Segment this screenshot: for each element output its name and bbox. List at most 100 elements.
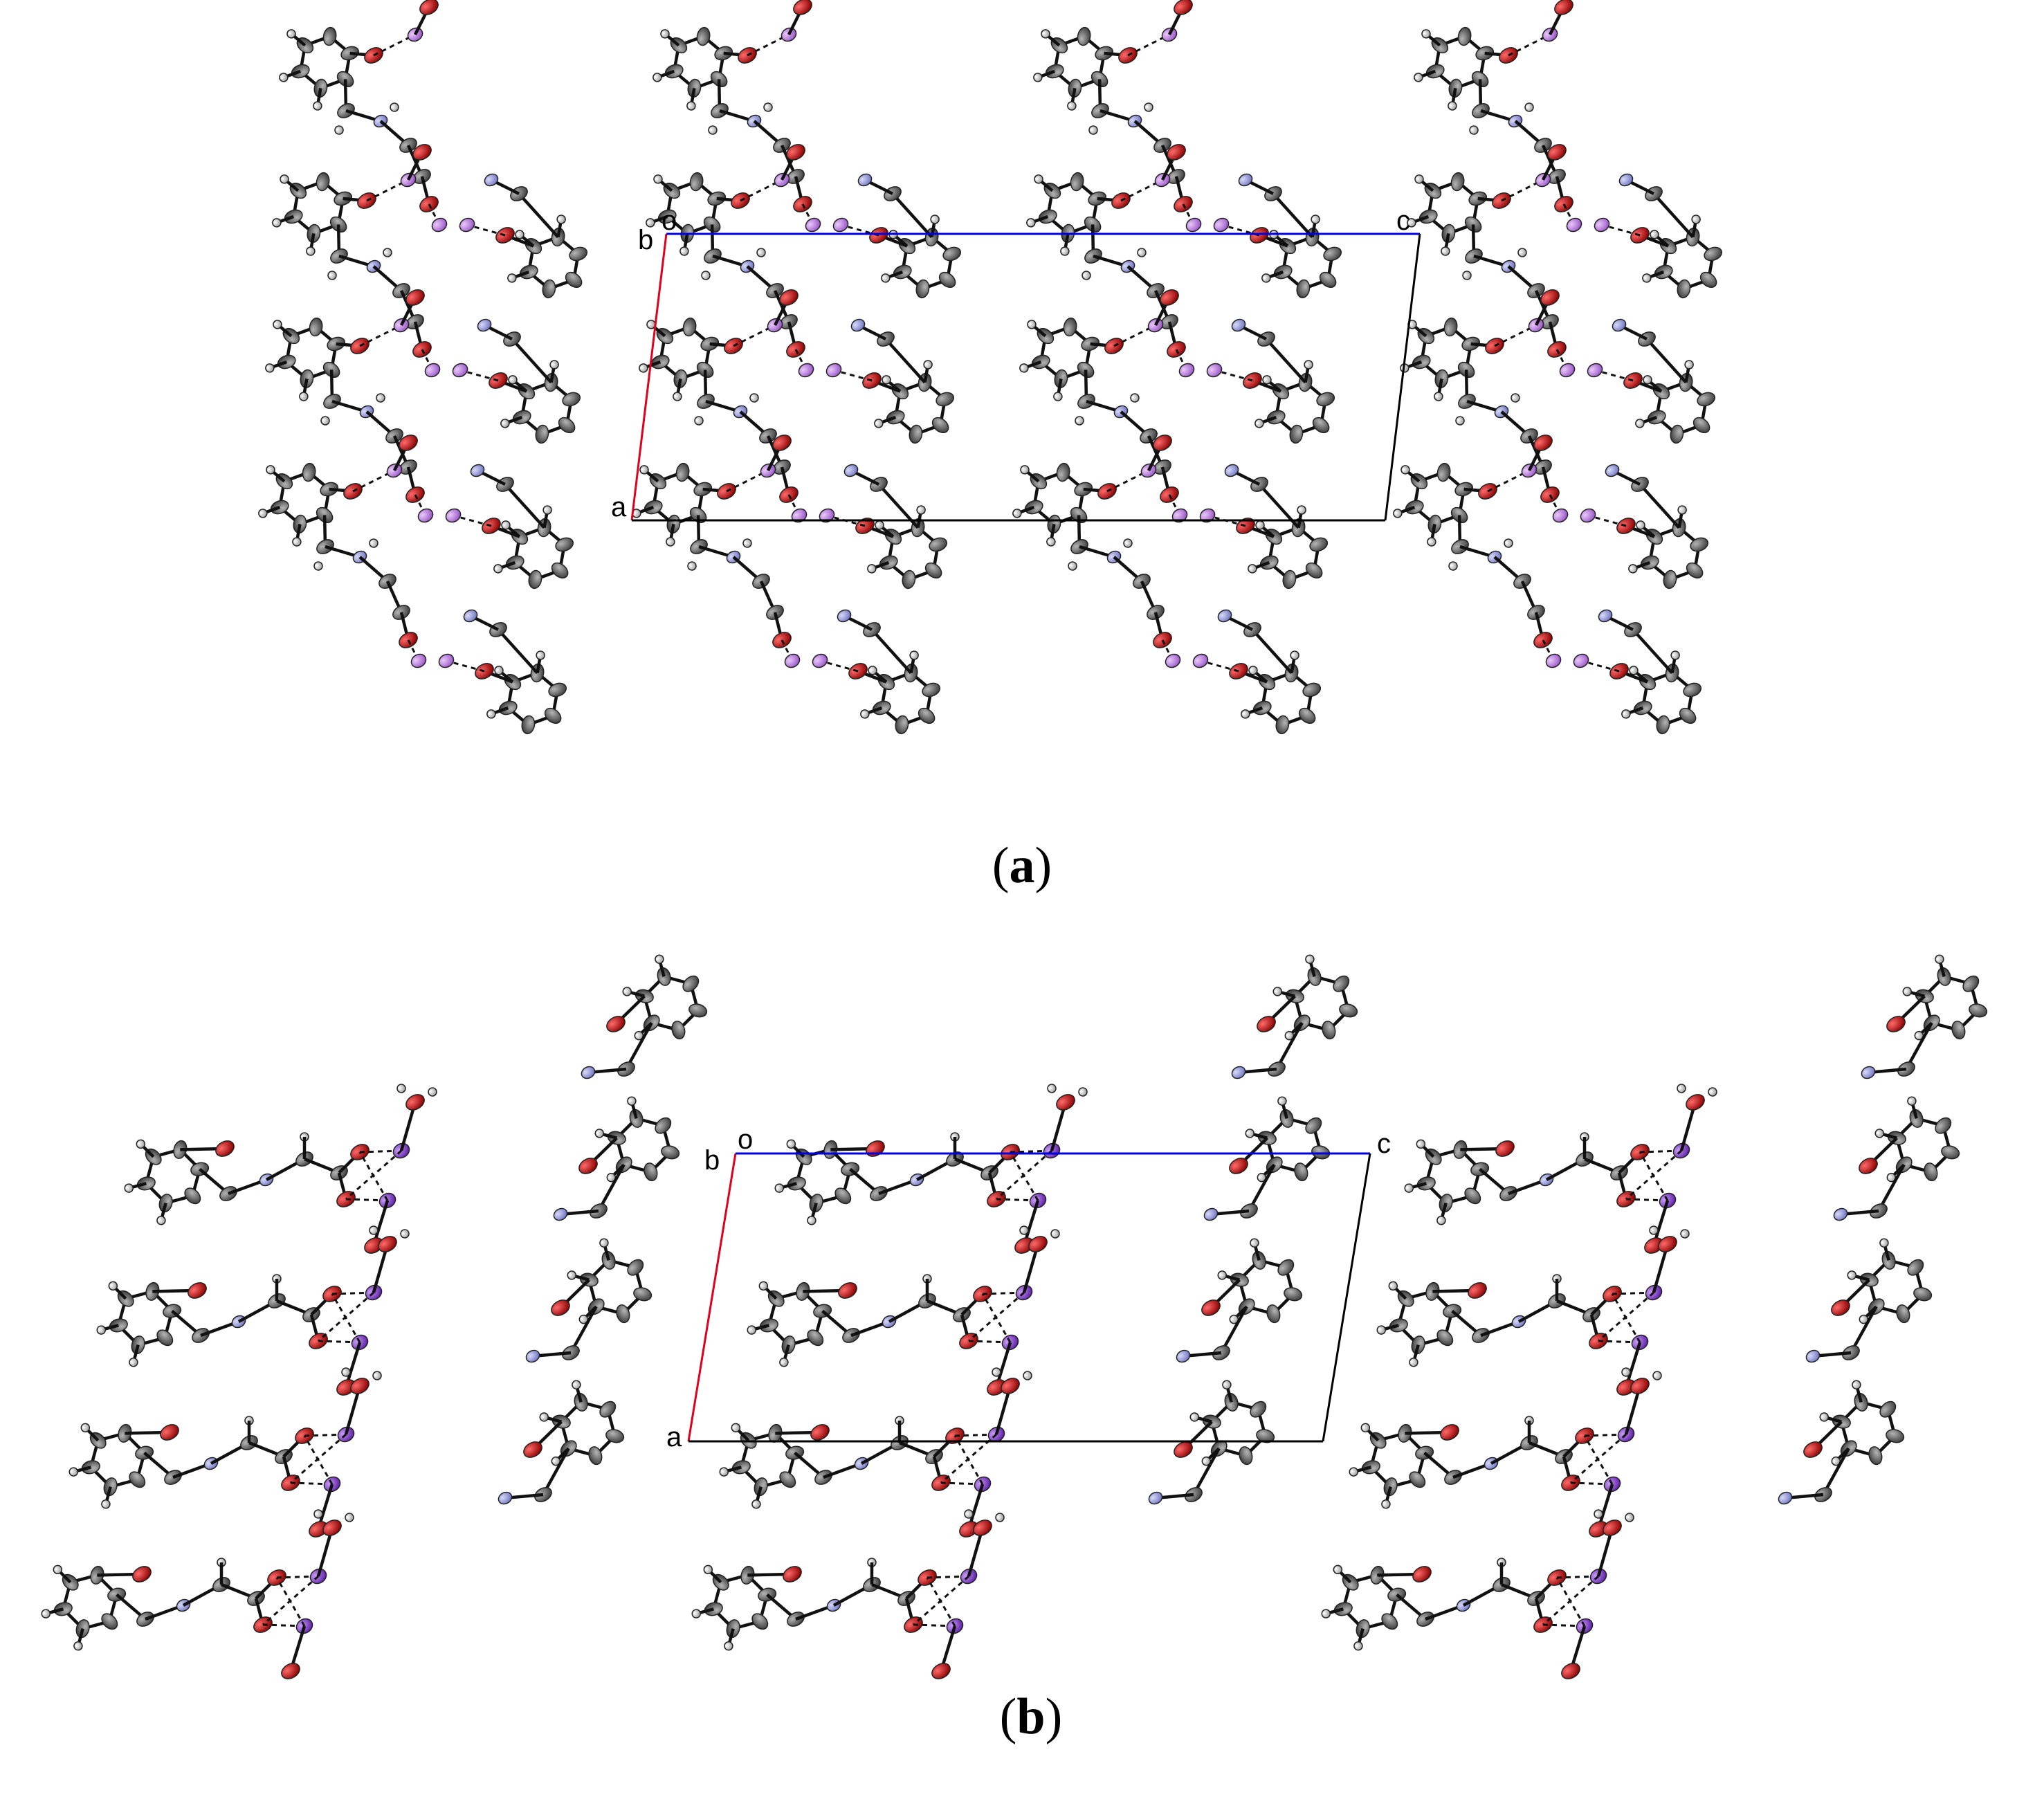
carbon-atom	[1077, 26, 1091, 46]
hydrogen-atom	[1680, 1229, 1690, 1239]
boron-atom	[417, 508, 434, 523]
bond-line	[1877, 1164, 1906, 1212]
hydrogen-atom	[1677, 1084, 1686, 1093]
nitrogen-atom	[1217, 609, 1232, 623]
hydrogen-atom	[1427, 537, 1436, 547]
hydrogen-atom	[1041, 29, 1050, 39]
carbon-atom	[1879, 1401, 1897, 1418]
hydrogen-atom	[96, 1325, 106, 1335]
hydrogen-atom	[41, 1609, 51, 1618]
axis-label-b: b	[638, 225, 653, 255]
hydrogen-atom	[136, 1139, 146, 1149]
hydrogen-atom	[1297, 505, 1306, 515]
oxygen-atom	[1229, 1158, 1248, 1174]
hydrogen-atom	[1621, 1367, 1631, 1377]
carbon-atom	[1309, 537, 1329, 552]
hydrogen-atom	[101, 1499, 111, 1509]
contact-line	[358, 1151, 389, 1201]
hydrogen-atom	[1469, 125, 1479, 135]
nitrogen-atom	[1598, 609, 1613, 623]
hydrogen-atom	[1628, 564, 1638, 574]
boron-atom	[784, 653, 801, 668]
hydrogen-atom	[774, 1183, 784, 1193]
bond-line	[511, 338, 553, 384]
hydrogen-atom	[1874, 1129, 1884, 1138]
carbon-atom	[1686, 562, 1704, 579]
hydrogen-atom	[1407, 218, 1416, 228]
hydrogen-atom	[1088, 125, 1098, 135]
nitrogen-atom	[837, 609, 852, 623]
boron-atom	[1213, 217, 1230, 232]
carbon-atom	[322, 26, 337, 46]
hydrogen-atom	[508, 375, 518, 385]
carbon-atom	[938, 271, 956, 289]
hydrogen-atom	[69, 1467, 78, 1477]
hydrogen-atom	[1033, 73, 1043, 82]
hydrogen-atom	[1847, 1270, 1856, 1280]
boron-atom	[1178, 363, 1195, 378]
hydrogen-atom	[1819, 1412, 1829, 1422]
carbon-atom	[922, 682, 941, 697]
contact-line	[1200, 659, 1239, 673]
hydrogen-atom	[372, 1371, 382, 1380]
contact-line	[1612, 1291, 1654, 1295]
hydrogen-atom	[758, 1281, 769, 1291]
contact-line	[1598, 1340, 1641, 1344]
hydrogen-atom	[1652, 1371, 1662, 1380]
carbon-atom	[1913, 1287, 1933, 1302]
carbon-atom	[1663, 569, 1677, 590]
contact-line	[953, 1435, 984, 1485]
hydrogen-atom	[1023, 1371, 1032, 1380]
carbon-atom	[309, 317, 323, 337]
hydrogen-atom	[313, 561, 323, 571]
carbon-atom	[682, 975, 700, 992]
hydrogen-atom	[1189, 1412, 1199, 1422]
hydrogen-atom	[1012, 509, 1022, 518]
carbon-atom	[655, 1117, 672, 1134]
bond-line	[891, 192, 933, 239]
hydrogen-atom	[572, 1380, 581, 1389]
hydrogen-atom	[1642, 273, 1652, 283]
hydrogen-atom	[742, 538, 752, 548]
hydrogen-atom	[428, 1087, 437, 1097]
contact-line	[833, 369, 873, 382]
oxygen-atom	[1160, 289, 1179, 306]
oxygen-atom	[1831, 1299, 1850, 1316]
contact-line	[318, 1340, 361, 1344]
hydrogen-atom	[539, 1412, 549, 1422]
contact-line	[940, 1481, 983, 1486]
carbon-atom	[1339, 1003, 1358, 1018]
cell-edge-right	[1322, 1153, 1371, 1442]
boron-atom	[1165, 653, 1181, 668]
boron-atom	[410, 653, 427, 668]
contact-line	[1221, 224, 1260, 237]
hydrogen-atom	[549, 360, 559, 370]
hydrogen-atom	[719, 1467, 729, 1477]
hydrogen-atom	[1650, 230, 1659, 239]
hydrogen-atom	[80, 1423, 91, 1433]
carbon-atom	[1962, 975, 1980, 992]
axis-label-c: c	[1396, 206, 1410, 236]
hydrogen-atom	[860, 709, 870, 719]
carbon-atom	[1868, 1446, 1883, 1466]
hydrogen-atom	[1034, 174, 1043, 184]
oxygen-atom	[1561, 1663, 1580, 1679]
hydrogen-atom	[1670, 650, 1680, 660]
nitrogen-atom	[1203, 1207, 1219, 1221]
oxygen-atom	[1533, 435, 1553, 451]
hydrogen-atom	[660, 29, 670, 39]
contact-line	[453, 514, 492, 527]
bond-line	[1822, 1448, 1850, 1496]
oxygen-atom	[188, 1282, 207, 1299]
hydrogen-atom	[507, 273, 517, 283]
contact-line	[304, 1433, 347, 1437]
nitrogen-atom	[1231, 1066, 1246, 1079]
oxygen-atom	[1859, 1158, 1878, 1174]
carbon-atom	[1316, 392, 1335, 407]
hydrogen-atom	[1691, 215, 1701, 224]
unit-cell-a: o b c a	[611, 206, 1421, 522]
hydrogen-atom	[882, 375, 891, 385]
hydrogen-atom	[1250, 1238, 1259, 1248]
hydrogen-atom	[992, 1367, 1001, 1377]
carbon-atom	[1277, 1259, 1295, 1276]
